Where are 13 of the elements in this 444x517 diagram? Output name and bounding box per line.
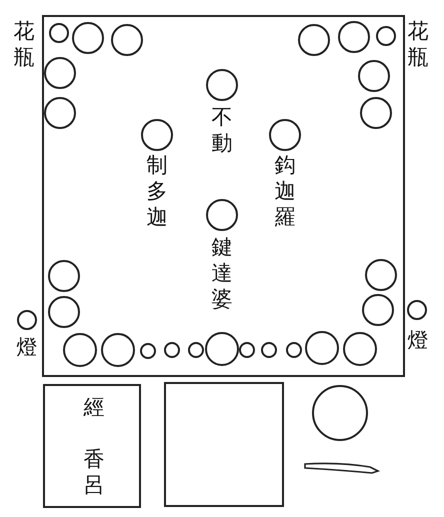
deity-label: 不動	[211, 104, 233, 156]
deity-label: 鈎迦羅	[274, 152, 296, 230]
incense-box	[43, 384, 141, 508]
deity-label: 鍵達婆	[211, 234, 233, 312]
altar-box	[42, 15, 405, 377]
lamp-label: 燈	[16, 334, 38, 360]
deity-label: 制多迦	[146, 152, 168, 230]
square-box	[164, 382, 284, 507]
vase-label: 花瓶	[13, 18, 35, 70]
vase-label: 花瓶	[407, 18, 429, 70]
censer-label: 香呂	[83, 446, 105, 498]
sutra-label: 經	[83, 394, 105, 420]
lamp-label: 燈	[407, 327, 429, 353]
